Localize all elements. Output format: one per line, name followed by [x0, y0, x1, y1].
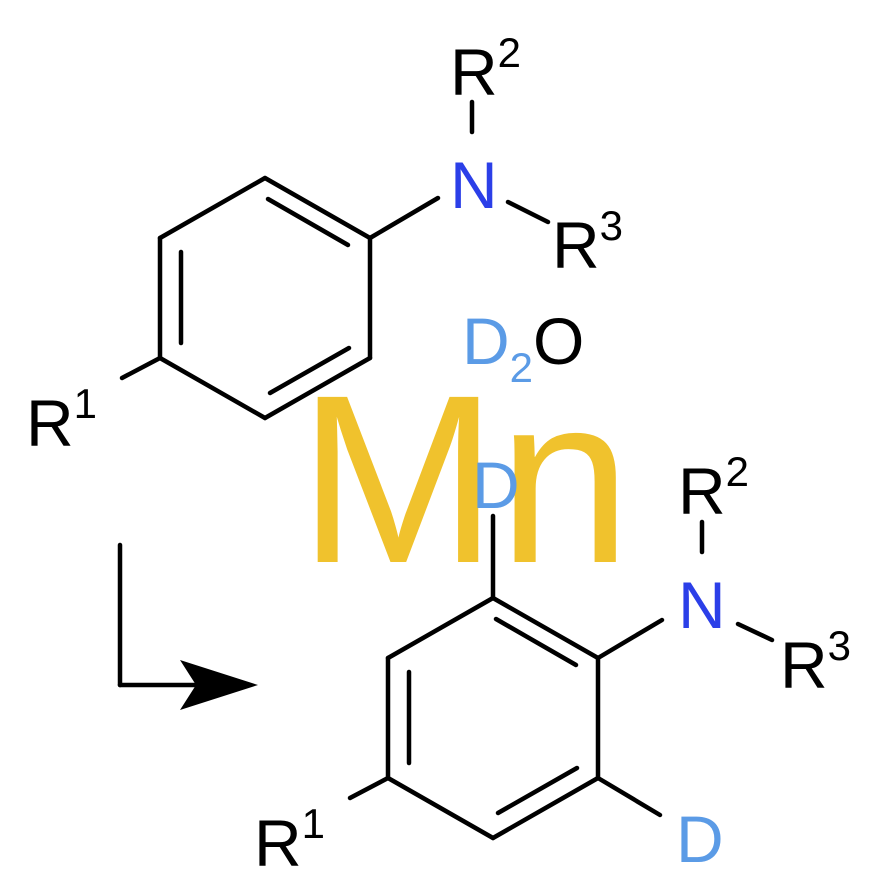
product-nitrogen-label: N [678, 568, 726, 642]
reactant-r1-label: R1 [26, 380, 97, 460]
product-r1-label: R1 [254, 800, 325, 880]
product-c-d-bottom-bond [595, 775, 663, 818]
product-bond [385, 595, 496, 661]
product-bond [385, 775, 496, 841]
reactant-molecule: N R2 R3 R1 [26, 29, 623, 460]
product-n-r3-bond [735, 621, 775, 643]
reactant-c-n-bond [367, 195, 441, 241]
product-molecule: D N R2 R3 D R1 [254, 448, 851, 880]
bent-reaction-arrow-icon [117, 542, 258, 710]
reactant-benzene-ring [157, 175, 373, 421]
product-r2-label: R2 [678, 448, 749, 528]
product-double-bond [493, 616, 579, 668]
reactant-r3-label: R3 [552, 202, 623, 282]
metal-label: Mn [298, 345, 631, 613]
reactant-double-bond [267, 345, 352, 396]
product-deuterium-top-label: D [472, 448, 520, 522]
d2o-label: D2O [462, 304, 584, 391]
reactant-nitrogen-label: N [450, 148, 498, 222]
reactant-bond [157, 355, 268, 421]
product-c-n-bond [595, 617, 665, 661]
reactant-bond [262, 175, 373, 241]
product-r3-label: R3 [780, 622, 851, 702]
product-deuterium-bottom-label: D [676, 802, 724, 876]
reactant-c-r1-bond [119, 355, 163, 381]
product-bond [490, 595, 601, 661]
reactant-double-bond [265, 196, 351, 248]
product-double-bond [495, 765, 580, 816]
arrow-head [180, 660, 258, 710]
reactant-bond [157, 175, 268, 241]
product-benzene-ring [385, 595, 601, 841]
reactant-r2-label: R2 [450, 29, 521, 109]
product-bond [490, 775, 601, 841]
product-c-r1-bond [347, 775, 391, 801]
reactant-n-r3-bond [505, 199, 551, 225]
reactant-bond [262, 355, 373, 421]
